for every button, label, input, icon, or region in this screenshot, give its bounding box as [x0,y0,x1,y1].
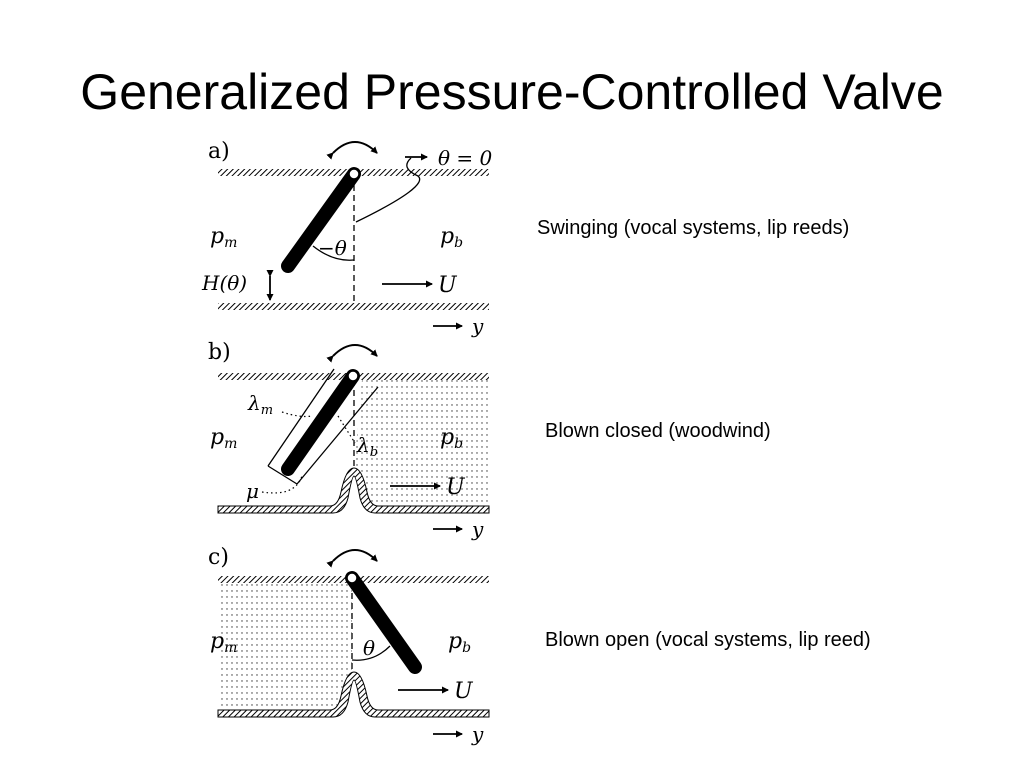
panel-a-reed [281,167,361,273]
caption-blown-closed: Blown closed (woodwind) [545,420,771,442]
panel-c-U-label: U [454,679,474,704]
panel-b-lambda-b-label: λb [356,433,378,460]
panel-a-U-label: U [438,273,458,298]
panel-c-pivot [346,572,358,584]
panel-c-label: c) [208,545,229,570]
panel-c-angle-arc [351,645,391,661]
panel-c: c) pm pb θ U y [208,545,490,746]
caption-blown-open: Blown open (vocal systems, lip reed) [545,629,871,651]
panel-a-theta-zero-label: θ = 0 [438,146,493,170]
panel-a-lower-wall [218,303,489,310]
panel-a-neg-theta-label: −θ [318,236,347,260]
panel-c-pb-label: pb [448,629,471,656]
panel-b-lambda-m-leader [281,411,313,418]
panel-a-theta-zero-pointer [355,157,421,223]
panel-b-mu-leader [261,475,303,494]
panel-b-pm-label: pm [210,425,237,452]
panel-c-lower-wall [217,671,490,718]
panel-b-lower-wall [217,467,490,514]
panel-b: b) λm λb μ pm pb U y [208,340,490,541]
panel-b-pivot [347,370,359,382]
panel-b-reed-outline-right [296,386,379,485]
panel-b-rotation-arrow [326,344,378,363]
panel-c-rotation-arrow [326,549,378,568]
panel-b-label: b) [208,340,231,365]
panel-b-dotted-region [354,380,489,506]
panel-b-reed-outline-left [267,368,335,467]
caption-swinging: Swinging (vocal systems, lip reeds) [537,217,850,239]
panel-b-reed [281,369,360,476]
panel-a-y-label: y [471,314,484,338]
panel-a-label: a) [208,139,230,164]
panel-a-angle-arc [312,245,355,261]
panel-b-mu-label: μ [246,479,259,503]
panel-a: a) θ = 0 pm pb −θ H(θ) U y [201,139,493,338]
panel-b-y-label: y [471,517,484,541]
panel-c-y-label: y [471,722,484,746]
panel-b-pb-label: pb [440,425,463,452]
panel-a-pivot [348,168,360,180]
panel-b-reed-outline-end [267,465,298,485]
panel-c-theta-label: θ [363,636,375,660]
panel-b-lambda-m-label: λm [247,391,273,418]
panel-c-reed [345,571,422,674]
panel-a-pm-label: pm [210,224,237,251]
panel-a-H-theta-label: H(θ) [201,271,247,295]
slide-title: Generalized Pressure-Controlled Valve [80,64,944,120]
panel-b-U-label: U [446,475,466,500]
panel-c-pm-label: pm [210,629,237,656]
panel-c-dotted-region [220,583,352,710]
panel-b-lambda-b-leader [337,415,356,444]
panel-a-pb-label: pb [440,224,463,251]
panel-a-rotation-arrow [326,141,378,160]
